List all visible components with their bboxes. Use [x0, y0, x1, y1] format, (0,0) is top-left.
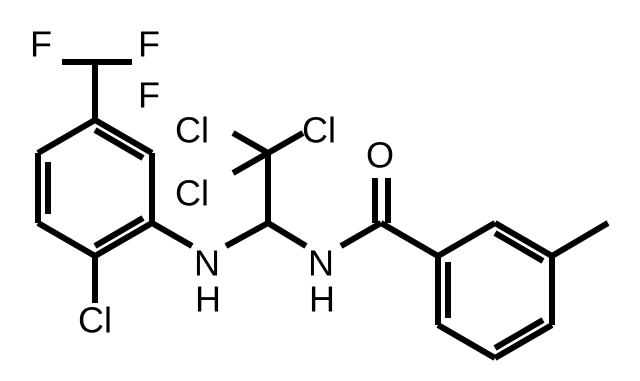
bond — [36, 117, 97, 156]
bond — [231, 150, 270, 176]
bond — [436, 322, 497, 361]
bond — [93, 215, 145, 249]
bond — [493, 317, 545, 351]
atom-label-n: N — [194, 243, 220, 284]
bond — [493, 230, 545, 264]
bond — [550, 220, 610, 259]
bond — [339, 220, 383, 249]
bond — [36, 220, 97, 259]
atom-label-f: F — [30, 24, 52, 65]
bond — [150, 220, 194, 249]
atom-label-h: H — [195, 279, 221, 320]
bond — [224, 220, 270, 249]
atom-label-n: N — [308, 243, 334, 284]
atom-label-h: H — [309, 279, 335, 320]
bond — [266, 220, 308, 249]
atom-label-cl: Cl — [175, 110, 209, 151]
atom-label-cl: Cl — [302, 110, 336, 151]
bond — [93, 127, 145, 161]
bond — [379, 220, 440, 259]
bond — [93, 117, 154, 156]
atom-label-f: F — [138, 75, 160, 116]
bond — [493, 322, 554, 361]
atom-label-f: F — [138, 24, 160, 65]
bond — [493, 220, 554, 259]
atom-label-o: O — [366, 135, 394, 176]
bond — [231, 130, 270, 156]
bond — [266, 130, 305, 156]
atom-label-cl: Cl — [78, 300, 112, 341]
bond — [436, 220, 497, 259]
bond — [93, 220, 154, 259]
atom-label-cl: Cl — [175, 173, 209, 214]
